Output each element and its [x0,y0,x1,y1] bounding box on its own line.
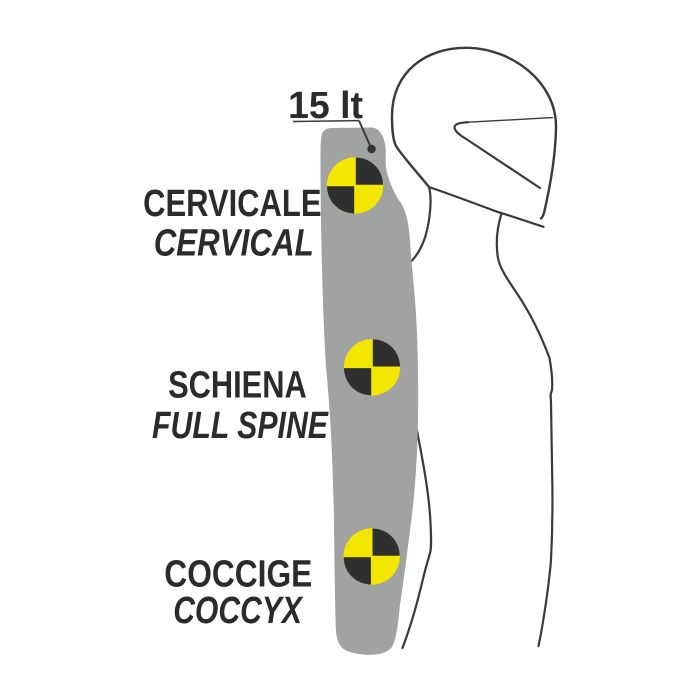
svg-text:SCHIENA: SCHIENA [168,365,307,407]
svg-text:COCCIGE: COCCIGE [164,554,312,596]
svg-text:15 lt: 15 lt [288,85,363,127]
svg-text:CERVICAL: CERVICAL [154,223,314,265]
svg-text:FULL SPINE: FULL SPINE [152,405,329,447]
svg-text:CERVICALE: CERVICALE [143,183,321,225]
svg-text:COCCYX: COCCYX [173,590,304,632]
